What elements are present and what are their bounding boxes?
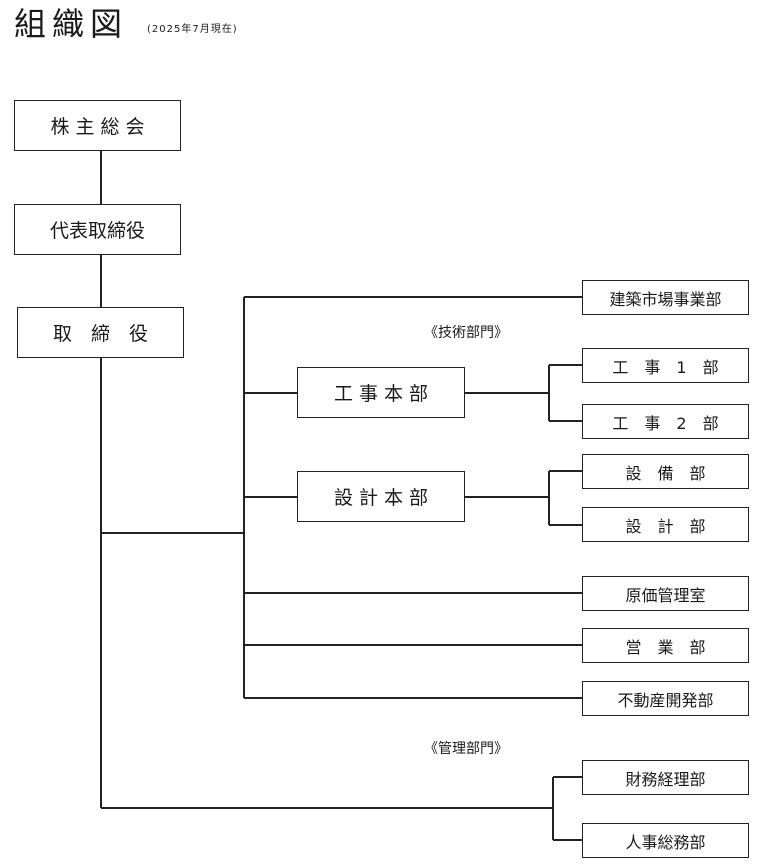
box-cost-management-office: 原価管理室 (582, 576, 749, 611)
box-design-dept: 設 計 部 (582, 507, 749, 542)
box-construction-hq: 工 事 本 部 (297, 367, 465, 418)
box-shareholders-meeting: 株 主 総 会 (14, 100, 181, 151)
section-label-technical: 《技術部門》 (424, 325, 508, 341)
box-finance-accounting-dept: 財務経理部 (582, 760, 749, 795)
box-hr-general-affairs-dept: 人事総務部 (582, 823, 749, 858)
box-representative-director: 代表取締役 (14, 204, 181, 255)
box-construction-dept-2: 工 事 2 部 (582, 404, 749, 439)
page-title: 組織図 (14, 5, 129, 43)
box-construction-dept-1: 工 事 1 部 (582, 348, 749, 383)
box-equipment-dept: 設 備 部 (582, 454, 749, 489)
section-label-management: 《管理部門》 (424, 741, 508, 757)
box-real-estate-dept: 不動産開発部 (582, 681, 749, 716)
box-construction-market-division: 建築市場事業部 (582, 280, 749, 315)
box-design-hq: 設 計 本 部 (297, 471, 465, 522)
box-sales-dept: 営 業 部 (582, 628, 749, 663)
box-directors: 取 締 役 (17, 307, 184, 358)
page-subtitle: (2025年7月現在) (147, 24, 238, 35)
